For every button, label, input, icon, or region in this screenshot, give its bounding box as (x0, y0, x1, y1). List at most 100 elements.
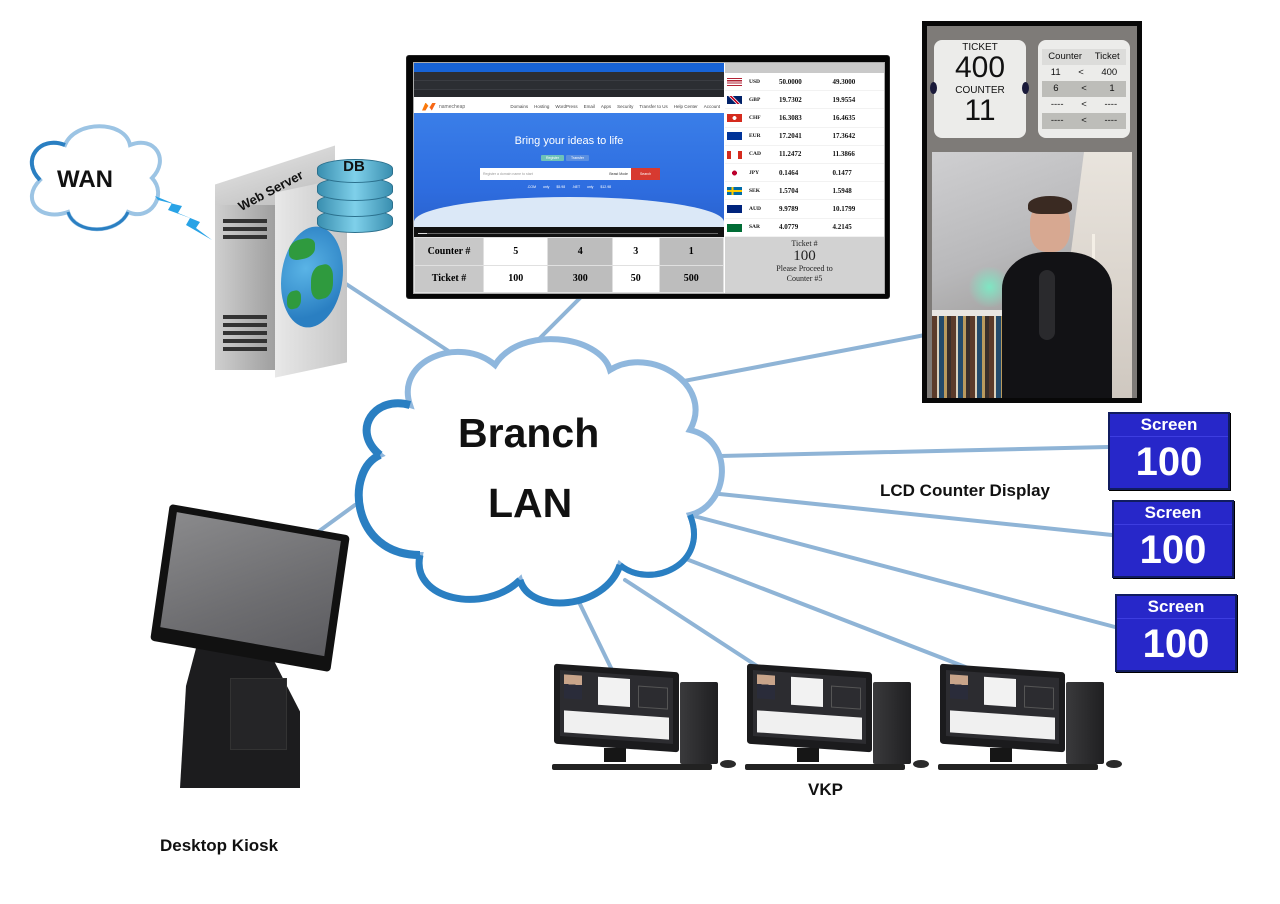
nav-transfer[interactable]: Transfer to Us (639, 104, 668, 109)
history-ticket: ---- (1104, 115, 1118, 126)
nav-account[interactable]: Account (703, 104, 720, 109)
lan-label-line2: LAN (488, 480, 573, 526)
top-queue-display-monitor: namecheap Domains Hosting WordPress Emai… (407, 56, 889, 298)
col-currency (725, 63, 777, 73)
link-lcd2-lan (708, 491, 1114, 537)
embedded-browser: namecheap Domains Hosting WordPress Emai… (414, 63, 724, 237)
card-notch-right (1022, 82, 1029, 94)
vkp-workstation-2 (745, 663, 929, 778)
nav-security[interactable]: Security (617, 104, 634, 109)
vkp-workstation-3 (938, 663, 1122, 778)
video-bookshelf (932, 310, 1002, 398)
now-serving-message-2: Counter #5 (786, 274, 823, 283)
lcd-screen-label: Screen (1114, 502, 1232, 525)
wan-cloud (29, 124, 162, 232)
lcd-screen-label: Screen (1117, 596, 1235, 619)
history-counter: 6 (1053, 83, 1059, 94)
wan-label: WAN (57, 166, 113, 193)
buy-rate: 9.9789 (777, 199, 831, 219)
sell-rate: 1.5948 (830, 181, 884, 201)
sell-rate: 19.9554 (830, 90, 884, 110)
col-buy (777, 63, 831, 73)
video-player-bar (414, 227, 724, 237)
nav-email[interactable]: Email (583, 104, 595, 109)
history-counter: 11 (1050, 67, 1061, 78)
web-server: Web Server DB (215, 145, 393, 380)
history-col-ticket: Ticket (1094, 51, 1120, 62)
microphone-icon (1039, 270, 1055, 340)
buy-rate: 50.0000 (777, 73, 831, 92)
ticket-cell: 50 (611, 264, 660, 293)
vkp-monitor (554, 663, 679, 753)
ticket-label: TICKET (962, 42, 998, 53)
browser-extensions-bar (414, 90, 724, 97)
mouse-icon (1106, 760, 1122, 768)
flag-icon (725, 163, 747, 183)
history-counter: ---- (1050, 99, 1064, 110)
sell-rate: 49.3000 (830, 73, 884, 92)
counter-cell: 5 (482, 237, 549, 266)
toggle-transfer[interactable]: Transfer (566, 155, 589, 161)
beast-mode-link[interactable]: Beast Mode (609, 172, 628, 176)
nav-wordpress[interactable]: WordPress (555, 104, 578, 109)
history-row: ----<---- (1042, 113, 1126, 129)
lcd-counter-screen-1: Screen 100 (1108, 412, 1230, 490)
ticket-number: 400 (954, 51, 1006, 84)
namecheap-logo-icon[interactable] (422, 102, 436, 111)
ticket-cell: 500 (658, 264, 724, 293)
browser-address-bar[interactable] (414, 72, 724, 81)
video-progress-fill (418, 233, 427, 234)
video-progress-track[interactable] (418, 233, 718, 234)
vkp-workstation-1 (552, 663, 736, 778)
nav-help-center[interactable]: Help Center (673, 104, 698, 109)
buy-rate: 17.2041 (777, 127, 831, 146)
history-col-counter: Counter (1048, 51, 1083, 62)
browser-tab-strip[interactable] (414, 63, 724, 72)
desktop-kiosk (150, 503, 350, 788)
lcd-counter-screen-3: Screen 100 (1115, 594, 1237, 672)
currency-code: SEK (747, 181, 777, 201)
mouse-icon (913, 760, 929, 768)
register-transfer-toggle: Register Transfer (541, 155, 589, 161)
vkp-monitor (940, 663, 1065, 753)
toggle-register[interactable]: Register (541, 155, 565, 161)
buy-rate: 19.7302 (777, 90, 831, 110)
hero-section: Bring your ideas to life Register Transf… (414, 113, 724, 237)
presenter-video (932, 152, 1132, 398)
sell-rate: 17.3642 (830, 127, 884, 146)
kiosk-ticket-printer (230, 678, 287, 750)
currency-code: USD (747, 73, 777, 92)
currency-code: CAD (747, 145, 777, 164)
counter-row: Counter # 5 4 3 1 (414, 237, 724, 266)
vkp-tower (873, 682, 911, 764)
nav-apps[interactable]: Apps (600, 104, 612, 109)
search-button[interactable]: Search (631, 168, 660, 180)
site-brand[interactable]: namecheap (439, 103, 466, 110)
nav-domains[interactable]: Domains (510, 104, 529, 109)
exchange-rate-header (725, 63, 884, 73)
wan-link-bolt-icon (155, 196, 212, 240)
database-icon: DB (317, 155, 393, 237)
nav-hosting[interactable]: Hosting (534, 104, 550, 109)
browser-bookmarks-bar[interactable] (414, 81, 724, 90)
counter-cell: 1 (658, 237, 724, 266)
currency-code: AUD (747, 199, 777, 219)
vkp-tower (1066, 682, 1104, 764)
video-person-body (1002, 252, 1112, 398)
keyboard-icon (552, 764, 712, 770)
sell-rate: 0.1477 (830, 163, 884, 183)
lcd-counter-screen-2: Screen 100 (1112, 500, 1234, 578)
link-lcd3-lan (688, 513, 1117, 629)
server-front-panel (215, 205, 275, 370)
ticket-header: Ticket # (414, 264, 484, 293)
history-row: 6<1 (1042, 81, 1126, 97)
domain-search-input[interactable]: Register a domain name to start (483, 172, 533, 176)
